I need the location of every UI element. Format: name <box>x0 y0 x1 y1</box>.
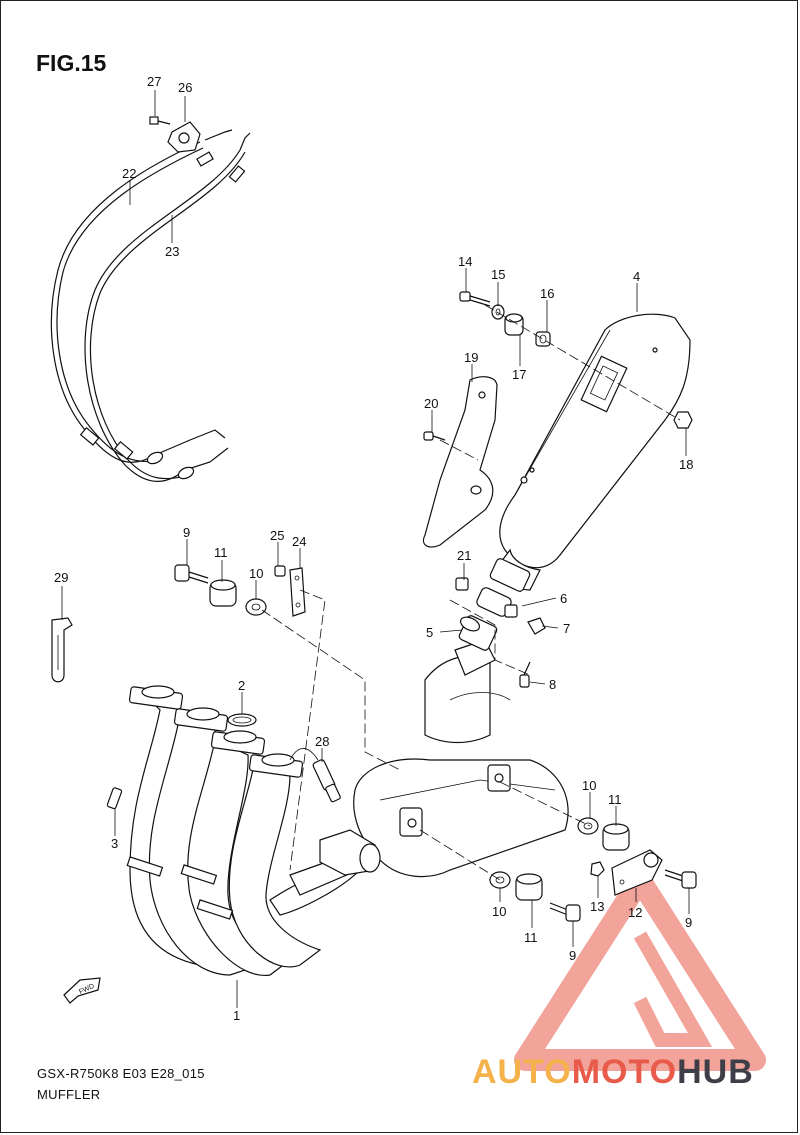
callout-15: 15 <box>491 267 505 282</box>
callout-10-right-upper: 10 <box>582 778 596 793</box>
watermark-moto: MOTO <box>571 1053 678 1091</box>
nut-21 <box>455 577 469 591</box>
watermark-logo <box>514 869 766 1071</box>
callout-22: 22 <box>122 166 136 181</box>
collar-10-left <box>245 598 267 616</box>
washer-15 <box>491 304 505 320</box>
gasket-2 <box>227 713 257 727</box>
watermark-auto: AUTO <box>472 1053 572 1091</box>
bracket-12 <box>611 849 663 896</box>
bracket-24 <box>289 567 306 617</box>
muffler-4 <box>489 313 691 592</box>
callout-29: 29 <box>54 570 68 585</box>
collar-16 <box>535 331 551 347</box>
bolt-27 <box>149 116 171 125</box>
fwd-arrow-icon: FWD <box>63 977 101 1004</box>
callout-9-left: 9 <box>183 525 190 540</box>
watermark-hub: HUB <box>677 1053 754 1091</box>
callout-27: 27 <box>147 74 161 89</box>
rubber-11-left <box>209 579 237 607</box>
throttle-cables <box>50 129 251 482</box>
bolt-9-left <box>174 564 209 584</box>
callout-6: 6 <box>560 591 567 606</box>
callout-26: 26 <box>178 80 192 95</box>
callout-10-left: 10 <box>249 566 263 581</box>
callout-20: 20 <box>424 396 438 411</box>
nut-18 <box>673 411 693 429</box>
bolt-25 <box>274 565 286 577</box>
bolt-14 <box>459 291 491 307</box>
stud-3 <box>106 787 123 810</box>
callout-16: 16 <box>540 286 554 301</box>
callout-9-right-lower: 9 <box>569 948 576 963</box>
callout-10-right-lower: 10 <box>492 904 506 919</box>
callout-5: 5 <box>426 625 433 640</box>
band-29 <box>51 617 73 683</box>
bolt-20 <box>423 431 446 441</box>
callout-14: 14 <box>458 254 472 269</box>
clamp-6 <box>476 587 518 618</box>
callout-9-right-upper: 9 <box>685 915 692 930</box>
callout-3: 3 <box>111 836 118 851</box>
model-code: GSX-R750K8 E03 E28_015 <box>37 1066 205 1081</box>
bolt-13 <box>590 861 605 877</box>
bolt-9-right-lower <box>549 902 581 922</box>
rubber-17 <box>504 313 524 336</box>
muffler-bracket-19 <box>422 376 498 548</box>
callout-11-right-lower: 11 <box>524 930 538 945</box>
exhaust-chamber <box>319 639 569 878</box>
callout-4: 4 <box>633 269 640 284</box>
callout-25: 25 <box>270 528 284 543</box>
callout-19: 19 <box>464 350 478 365</box>
callout-13: 13 <box>590 899 604 914</box>
callout-8: 8 <box>549 677 556 692</box>
bolt-9-right-upper <box>664 869 697 889</box>
collar-10-right-lower <box>489 871 511 889</box>
bolt-8 <box>519 661 531 688</box>
o2-sensor-28 <box>289 748 341 803</box>
cable-bracket-26 <box>167 121 201 153</box>
callout-23: 23 <box>165 244 179 259</box>
watermark-text: AUTOMOTOHUB <box>472 1053 754 1092</box>
callout-21: 21 <box>457 548 471 563</box>
joint-pipe-5 <box>458 615 498 651</box>
assembly-dash-lines <box>261 304 681 881</box>
callout-18: 18 <box>679 457 693 472</box>
callout-17: 17 <box>512 367 526 382</box>
callout-1: 1 <box>233 1008 240 1023</box>
rubber-11-right-lower <box>515 873 543 901</box>
leader-lines <box>61 90 690 1008</box>
callout-11-right-upper: 11 <box>608 792 622 807</box>
callout-12: 12 <box>628 905 642 920</box>
section-name: MUFFLER <box>37 1087 101 1102</box>
figure-title: FIG.15 <box>36 50 107 76</box>
callout-7: 7 <box>563 621 570 636</box>
callout-2: 2 <box>238 678 245 693</box>
callout-28: 28 <box>315 734 329 749</box>
rubber-11-right-upper <box>602 823 630 851</box>
callout-numbers: 1 2 3 4 5 6 7 8 9 9 9 10 10 10 11 11 11 … <box>54 74 693 1023</box>
collar-10-right-upper <box>577 817 599 835</box>
callout-24: 24 <box>292 534 306 549</box>
exhaust-header-1 <box>126 685 371 976</box>
clip-7 <box>527 617 546 635</box>
callout-11-left: 11 <box>214 545 228 560</box>
